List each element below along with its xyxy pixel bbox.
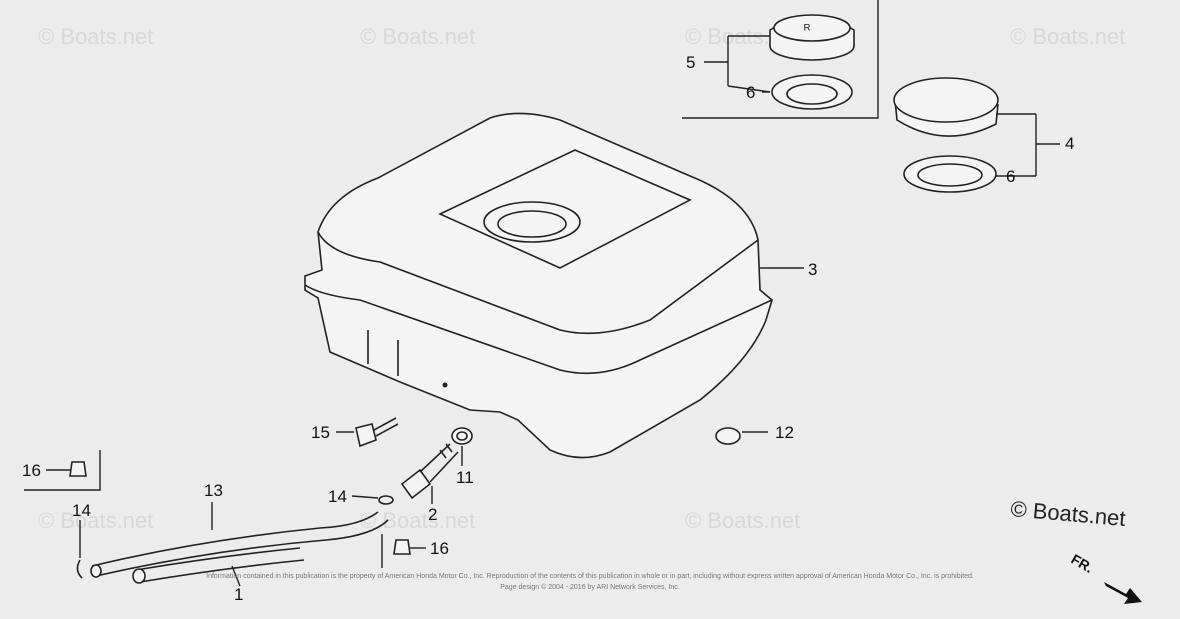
clip-part-14 bbox=[378, 495, 394, 505]
fuel-cap-part-5: ᴿ bbox=[769, 14, 855, 61]
callouts: 5 6 4 6 3 15 11 12 2 14 13 14 16 16 1 bbox=[22, 53, 1074, 604]
clamp-part-16 bbox=[393, 539, 411, 555]
callout-4: 4 bbox=[1065, 134, 1074, 153]
washer-part-11 bbox=[451, 427, 473, 445]
gasket-part-6 bbox=[903, 155, 997, 193]
fuel-tank-part-3 bbox=[304, 112, 773, 459]
footer-credit: Page design © 2004 - 2016 by ARI Network… bbox=[500, 583, 680, 591]
fuel-valve-part-2 bbox=[400, 443, 459, 500]
gasket-part-6 bbox=[771, 74, 853, 110]
watermark: © Boats.net bbox=[360, 508, 475, 533]
callout-11: 11 bbox=[456, 468, 474, 487]
callout-2: 2 bbox=[428, 505, 437, 524]
watermarks: © Boats.net © Boats.net © Boats.net © Bo… bbox=[38, 24, 1125, 533]
inset-frame bbox=[682, 0, 879, 119]
callout-5: 5 bbox=[686, 53, 695, 72]
callout-15: 15 bbox=[311, 423, 330, 442]
plug-part-12 bbox=[715, 427, 741, 445]
watermark: © Boats.net bbox=[360, 24, 475, 49]
watermark: © Boats.net bbox=[1010, 24, 1125, 49]
fuel-hose-part-13 bbox=[90, 511, 389, 578]
callout-6: 6 bbox=[1006, 167, 1015, 186]
watermark: © Boats.net bbox=[38, 508, 153, 533]
copyright-label: © Boats.net bbox=[1010, 496, 1127, 531]
clamp-part-16 bbox=[69, 461, 87, 477]
callout-3: 3 bbox=[808, 260, 817, 279]
watermark: © Boats.net bbox=[38, 24, 153, 49]
leader-lines bbox=[46, 35, 1060, 587]
front-direction-indicator: FR. bbox=[1069, 551, 1142, 604]
footer-notice: Information contained in this publicatio… bbox=[206, 573, 974, 580]
front-label: FR. bbox=[1069, 551, 1097, 576]
svg-text:ᴿ: ᴿ bbox=[804, 21, 811, 37]
callout-16: 16 bbox=[430, 539, 449, 558]
callout-14: 14 bbox=[72, 501, 91, 520]
clip-part-14 bbox=[76, 559, 83, 579]
fuel-hose-part-1 bbox=[132, 547, 305, 584]
callout-13: 13 bbox=[204, 481, 223, 500]
fuel-cap-part-4 bbox=[893, 77, 999, 137]
callout-16: 16 bbox=[22, 461, 41, 480]
arrow-icon bbox=[1104, 582, 1142, 604]
callout-14: 14 bbox=[328, 487, 347, 506]
bolt-part-15 bbox=[355, 417, 399, 448]
callout-1: 1 bbox=[234, 585, 243, 604]
callout-6: 6 bbox=[746, 83, 755, 102]
clamp-frame bbox=[24, 450, 101, 491]
callout-12: 12 bbox=[775, 423, 794, 442]
watermark: © Boats.net bbox=[685, 508, 800, 533]
